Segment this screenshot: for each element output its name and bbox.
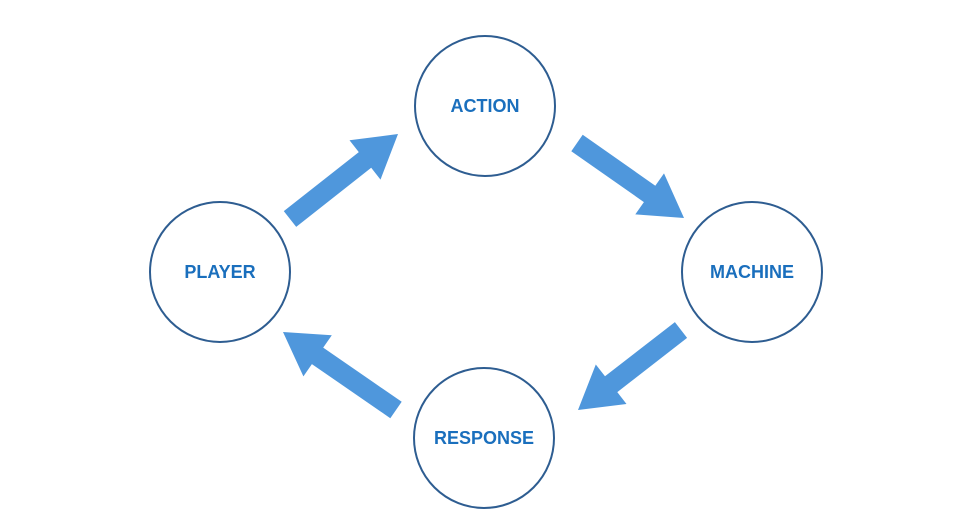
node-machine-label: MACHINE [710,262,794,282]
node-action-circle [414,35,556,177]
node-player-label: PLAYER [184,262,255,282]
node-player-circle [149,201,291,343]
node-machine-circle [681,201,823,343]
node-response: RESPONSE [413,367,555,509]
node-machine: MACHINE [681,201,823,343]
arrow-action-to-machine [571,134,684,218]
arrow-machine-to-response [578,322,688,410]
flow-arrows [283,134,688,419]
node-action: ACTION [414,35,556,177]
node-player: PLAYER [149,201,291,343]
node-action-label: ACTION [451,96,520,116]
node-response-label: RESPONSE [434,428,534,448]
arrow-response-to-player [283,332,402,419]
node-response-circle [413,367,555,509]
arrow-player-to-action [283,134,398,227]
